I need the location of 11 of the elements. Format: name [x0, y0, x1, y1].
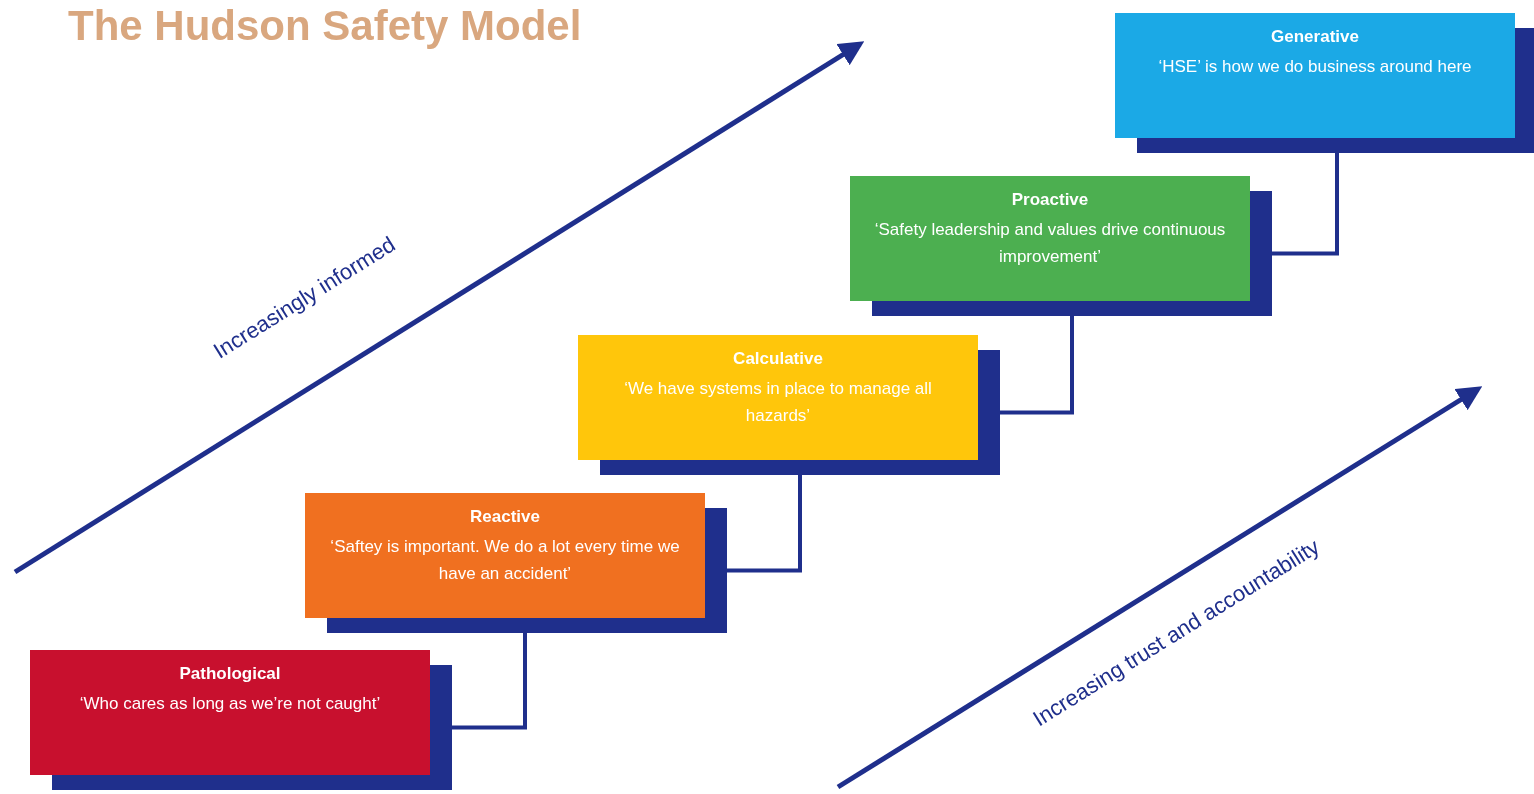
stage-quote: ‘We have systems in place to manage all hazards’: [623, 378, 933, 428]
stage-quote: ‘Who cares as long as we’re not caught’: [78, 693, 382, 715]
stage-heading: Generative: [1270, 27, 1360, 47]
stage-quote: ‘Saftey is important. We do a lot every time we have an accident’: [329, 536, 681, 586]
title: The Hudson Safety Model: [68, 2, 582, 50]
stage-heading: Calculative: [732, 349, 824, 369]
stage-quote: ‘HSE’ is how we do business around here: [1157, 56, 1473, 78]
stage-heading: Proactive: [1010, 190, 1090, 210]
stage-heading: Pathological: [178, 664, 282, 684]
stage-heading: Reactive: [469, 507, 541, 527]
stage-quote: ‘Safety leadership and values drive continuous improvement’: [873, 219, 1227, 269]
